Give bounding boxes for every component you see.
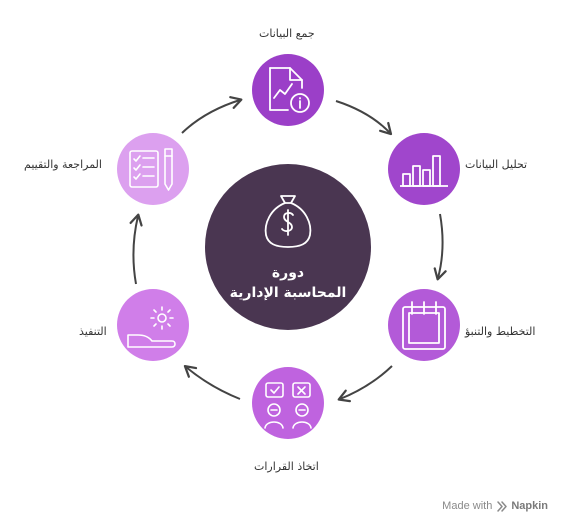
napkin-logo-icon	[497, 500, 508, 512]
stage-circle-data-analysis	[388, 133, 460, 205]
arrow-plan-to-decide	[337, 365, 393, 403]
money-bag-icon	[264, 195, 312, 248]
checklist-pen-icon	[129, 148, 173, 191]
stage-label-decision-making: اتخاذ القرارات	[254, 460, 319, 473]
stage-circle-planning-forecasting	[388, 289, 460, 361]
stage-label-planning-forecasting: التخطيط والتنبؤ	[465, 325, 536, 338]
arrow-analyze-to-plan	[433, 213, 447, 281]
stage-circle-review-evaluation	[117, 133, 189, 205]
arrow-implement-to-review	[129, 213, 143, 285]
arrow-collect-to-analyze	[335, 100, 393, 136]
center-title-line-2: المحاسبة الإدارية	[229, 285, 347, 301]
calendar-icon	[402, 301, 446, 350]
napkin-brand-text: Napkin	[511, 500, 548, 512]
arrow-review-to-collect	[181, 96, 243, 134]
napkin-footer: Made with Napkin	[442, 500, 548, 512]
stage-label-review-evaluation: المراجعة والتقييم	[24, 158, 102, 171]
center-title-line-1: دورة	[271, 265, 305, 281]
stage-label-data-collection: جمع البيانات	[259, 27, 315, 40]
decision-people-icon	[264, 382, 312, 429]
made-with-text: Made with	[442, 500, 493, 512]
gear-hand-icon	[127, 306, 176, 348]
arrow-decide-to-implement	[183, 364, 241, 400]
bar-chart-icon	[400, 155, 448, 187]
stage-label-implementation: التنفيذ	[79, 325, 107, 338]
report-info-icon	[269, 67, 310, 113]
stage-circle-implementation	[117, 289, 189, 361]
stage-label-data-analysis: تحليل البيانات	[465, 158, 528, 171]
stage-circle-decision-making	[252, 367, 324, 439]
